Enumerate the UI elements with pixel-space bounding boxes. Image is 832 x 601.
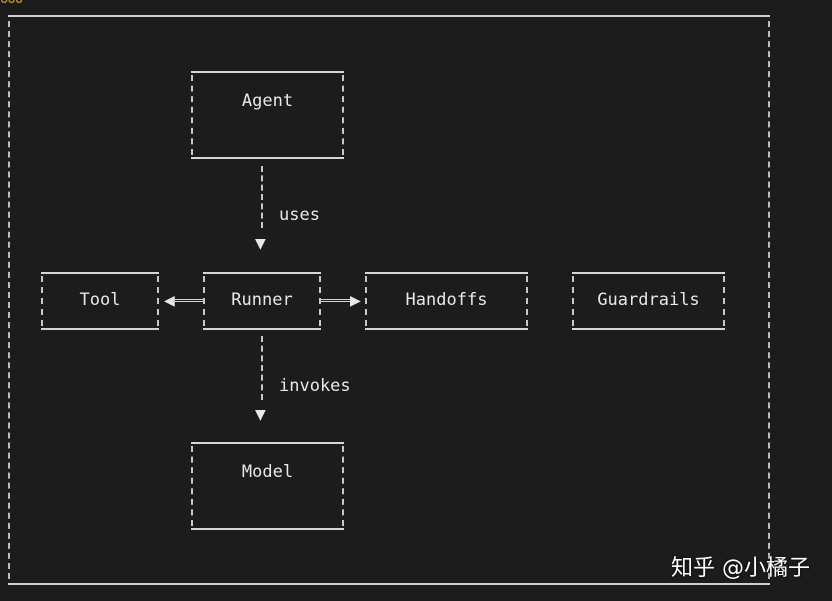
runner-handoffs-connector bbox=[321, 299, 353, 302]
tool-label: Tool bbox=[79, 290, 121, 310]
guardrails-node: Guardrails bbox=[572, 272, 725, 330]
uses-label: uses bbox=[279, 205, 320, 225]
runner-node: Runner bbox=[203, 272, 321, 330]
runner-model-connector bbox=[261, 336, 263, 400]
model-label: Model bbox=[241, 462, 294, 482]
down-arrow-icon: ▼ bbox=[255, 236, 266, 252]
down-arrow-icon: ▼ bbox=[255, 407, 266, 423]
runner-tool-connector bbox=[170, 299, 204, 302]
right-arrow-icon: ▶ bbox=[350, 293, 361, 309]
top-edge-glyph: ooo bbox=[0, 0, 23, 7]
model-node: Model bbox=[191, 442, 344, 530]
tool-node: Tool bbox=[41, 272, 159, 330]
handoffs-node: Handoffs bbox=[365, 272, 528, 330]
outer-frame bbox=[8, 15, 770, 585]
agent-runner-connector bbox=[261, 166, 263, 228]
watermark: 知乎 @小橘子 bbox=[671, 556, 810, 581]
handoffs-label: Handoffs bbox=[405, 290, 488, 310]
left-arrow-icon: ◀ bbox=[164, 293, 175, 309]
guardrails-label: Guardrails bbox=[597, 290, 700, 310]
agent-label: Agent bbox=[241, 91, 294, 111]
runner-label: Runner bbox=[231, 290, 293, 310]
agent-node: Agent bbox=[191, 71, 344, 159]
invokes-label: invokes bbox=[279, 376, 351, 396]
